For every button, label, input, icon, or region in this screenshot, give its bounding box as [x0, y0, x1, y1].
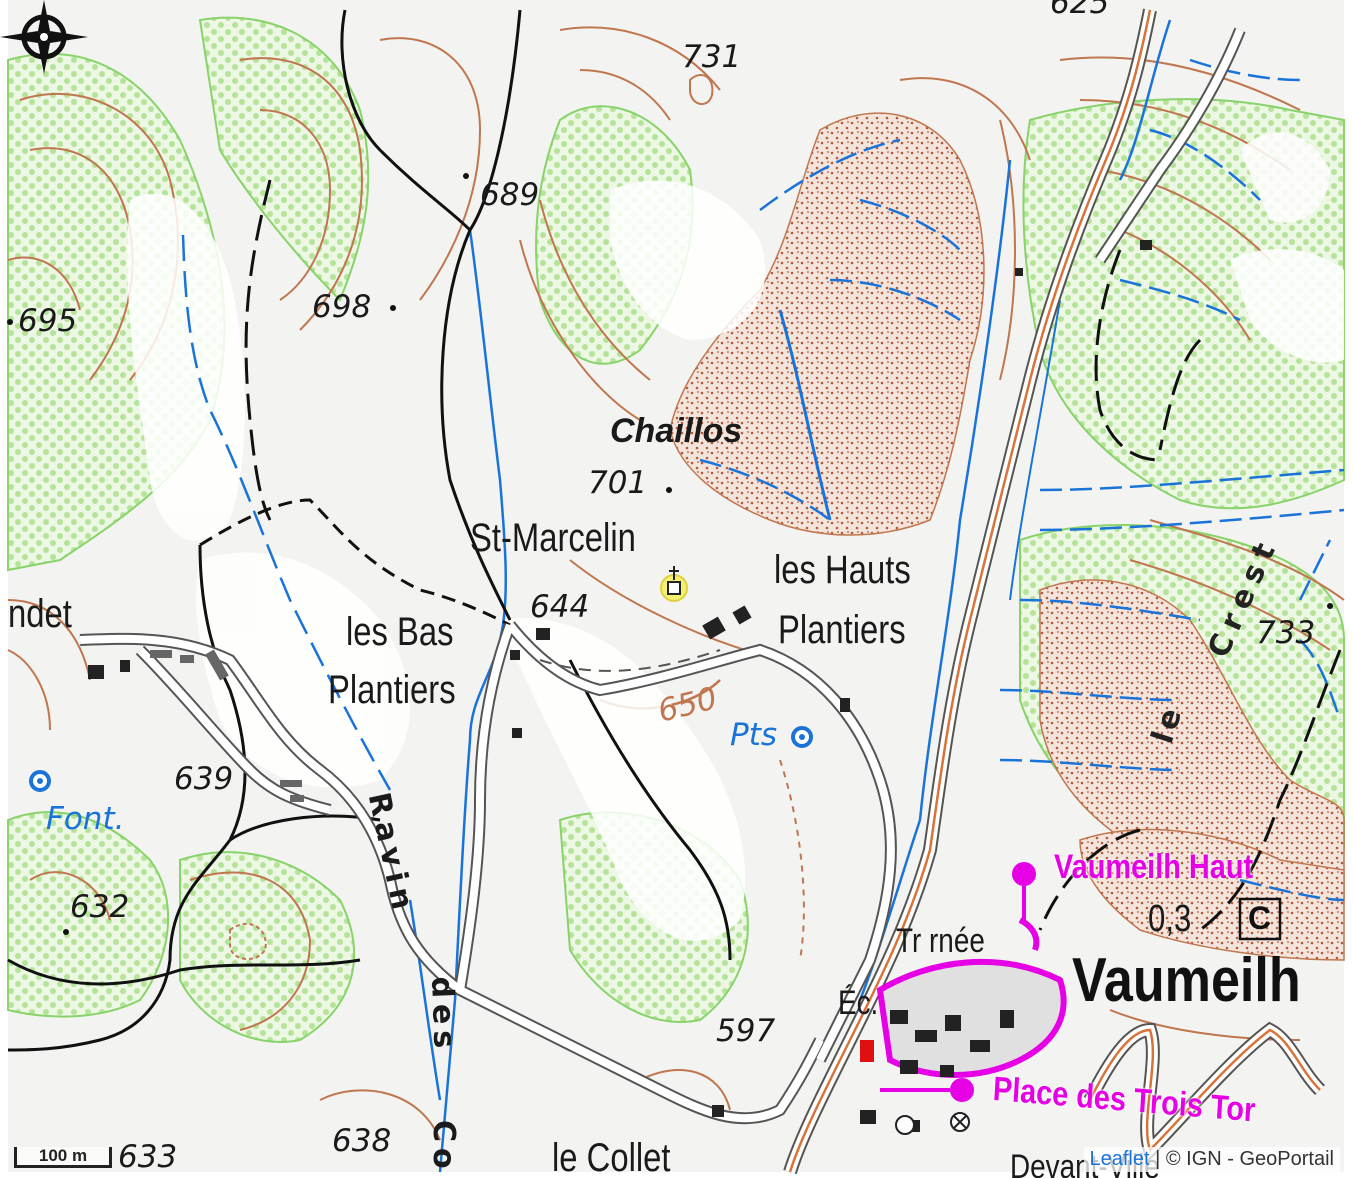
altitude-644: 644 [530, 589, 590, 625]
altitude-731: 731 [682, 39, 742, 75]
place-les-hauts: les Hauts [774, 548, 911, 592]
label-des: des [424, 975, 462, 1055]
poi-markers [880, 862, 1040, 1102]
poi-distance: 0,3 [1148, 898, 1192, 940]
altitude-639: 639 [174, 761, 234, 797]
rock-areas [669, 112, 1345, 961]
label-pts: Pts [730, 717, 777, 753]
spot-height-dots [7, 173, 1333, 935]
place-st-marcelin: St-Marcelin [470, 516, 636, 560]
leaflet-link[interactable]: Leaflet [1089, 1148, 1150, 1170]
code-box [1238, 897, 1282, 941]
place-ndet: ndet [8, 592, 72, 636]
place-le-collet: le Collet [552, 1136, 671, 1178]
compass-icon[interactable] [0, 0, 88, 74]
altitude-top: 625 [1050, 0, 1110, 21]
poi-code: C [1248, 900, 1272, 936]
altitude-689: 689 [480, 177, 540, 213]
place-tournee: Tr rnée [896, 922, 985, 960]
altitude-695: 695 [18, 303, 78, 339]
altitude-597: 597 [716, 1013, 776, 1049]
streams [181, 19, 1345, 1173]
place-plantiers-hauts: Plantiers [778, 608, 906, 652]
altitude-638: 638 [332, 1123, 392, 1159]
village [860, 958, 1067, 1132]
altitude-632: 632 [70, 889, 130, 925]
contour-lines [7, 26, 1345, 1141]
springs [29, 726, 813, 792]
altitude-701: 701 [588, 465, 648, 501]
altitude-733: 733 [1256, 615, 1316, 651]
place-chaillos: Chaillos [610, 412, 743, 450]
buildings [88, 240, 1152, 1117]
place-vaumeilh: Vaumeilh [1072, 946, 1301, 1015]
map-symbols [660, 566, 970, 1135]
place-ecole: Éc. [838, 984, 879, 1022]
attribution: Leaflet | © IGN - GeoPortail [1083, 1147, 1340, 1172]
place-les-bas: les Bas [346, 610, 454, 654]
place-plantiers-bas: Plantiers [328, 668, 456, 712]
label-co: Co [426, 1120, 461, 1175]
attribution-text: | © IGN - GeoPortail [1149, 1148, 1334, 1170]
scale-bar: 100 m [14, 1147, 112, 1168]
label-font: Font. [46, 801, 125, 837]
poi-vaumeilh-haut[interactable]: Vaumeilh Haut [1054, 848, 1254, 886]
altitude-698: 698 [312, 289, 372, 325]
altitude-633: 633 [118, 1139, 178, 1175]
